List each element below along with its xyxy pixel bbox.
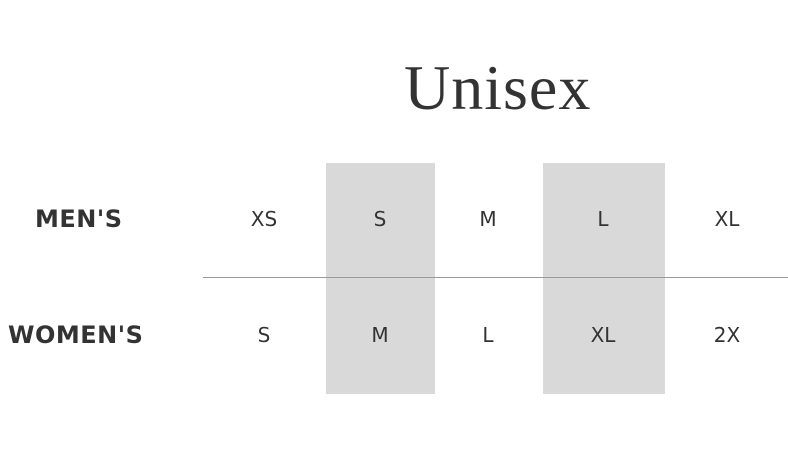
size-cell: L [597,207,609,231]
size-cell: S [373,207,387,231]
size-cell: XL [590,323,616,347]
size-cell: M [479,207,497,231]
size-cell: XL [714,207,740,231]
page-title: Unisex [404,52,592,123]
row-label-womens: WOMEN'S [8,321,144,349]
highlight-column-2 [326,163,435,394]
size-cell: 2X [713,323,741,347]
size-cell: L [482,323,494,347]
row-divider [203,277,788,278]
size-cell: XS [250,207,278,231]
row-label-mens: MEN'S [35,205,123,233]
size-cell: M [371,323,389,347]
highlight-column-4 [543,163,665,394]
size-cell: S [257,323,271,347]
